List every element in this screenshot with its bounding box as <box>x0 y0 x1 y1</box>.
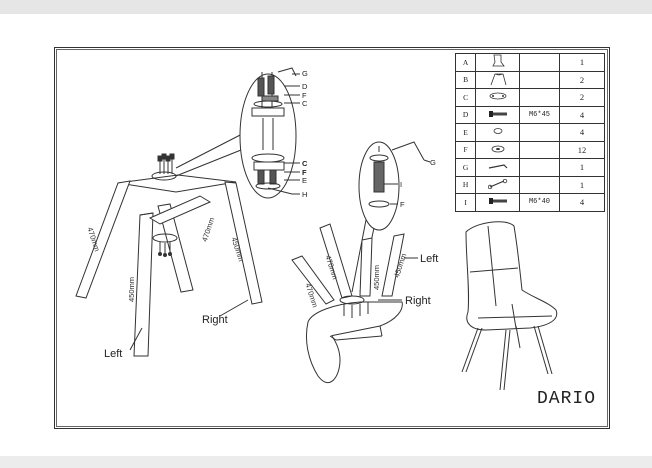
chair-seat-icon <box>475 53 521 72</box>
part-size: M6*45 <box>519 105 560 124</box>
leg-frame-icon <box>475 70 521 89</box>
part-quantity: 4 <box>558 105 606 124</box>
part-letter: C <box>454 88 477 107</box>
part-size <box>519 70 560 89</box>
mounting-plate-icon <box>475 88 521 107</box>
part-quantity: 2 <box>558 88 606 107</box>
label-left-1: Left <box>104 348 123 360</box>
callout-d-top: D <box>302 82 308 91</box>
part-size <box>519 158 560 177</box>
flat-washer-icon <box>475 140 521 159</box>
callout-g-right: G <box>430 158 436 167</box>
hardware-detail-top <box>239 67 300 199</box>
callout-i-right: I <box>400 180 403 189</box>
part-letter: A <box>454 53 477 72</box>
assembled-chair-drawing <box>461 221 558 391</box>
scan-edge-bottom <box>0 456 652 468</box>
callout-h-bottom: H <box>302 190 308 199</box>
callout-f-bottom: F <box>302 168 307 177</box>
part-letter: F <box>454 140 477 159</box>
part-quantity: 1 <box>558 53 606 72</box>
callout-c-bottom: C <box>302 159 308 168</box>
part-size <box>519 88 560 107</box>
sheet-inner-border <box>56 49 608 427</box>
part-letter: G <box>454 158 477 177</box>
callout-f-right: F <box>400 200 405 209</box>
spring-washer-icon <box>475 123 521 142</box>
scan-edge-top <box>0 0 652 14</box>
part-letter: B <box>454 70 477 89</box>
dimension-450-c: 450mm <box>372 264 381 290</box>
hardware-detail-right <box>351 141 431 293</box>
label-left-2: Left <box>420 253 439 265</box>
label-right-2: Right <box>405 295 431 307</box>
dimension-450-a: 450mm <box>127 276 136 302</box>
callout-e-bottom: E <box>302 176 308 185</box>
leg-frame-left-diagram <box>75 131 263 357</box>
chair-assembly-diagram <box>291 223 418 383</box>
label-right-1: Right <box>202 314 228 326</box>
sheet-border <box>54 47 610 429</box>
part-quantity: 12 <box>558 140 606 159</box>
bolt-icon <box>475 193 521 212</box>
part-letter: I <box>454 193 477 212</box>
part-size: M6*40 <box>519 193 560 212</box>
callout-g-top: G <box>302 69 308 78</box>
wrench-icon <box>475 175 521 194</box>
bolt-icon <box>475 105 521 124</box>
part-size <box>519 140 560 159</box>
part-letter: H <box>454 175 477 194</box>
part-letter: D <box>454 105 477 124</box>
part-quantity: 4 <box>558 123 606 142</box>
callout-c-top: C <box>302 99 308 108</box>
part-quantity: 1 <box>558 175 606 194</box>
part-size <box>519 175 560 194</box>
callout-f-top: F <box>302 91 307 100</box>
part-quantity: 4 <box>558 193 606 212</box>
allen-key-icon <box>475 158 521 177</box>
parts-row: F 12 <box>454 140 606 159</box>
part-letter: E <box>454 123 477 142</box>
part-size <box>519 123 560 142</box>
model-name: DARIO <box>537 389 597 409</box>
part-quantity: 1 <box>558 158 606 177</box>
part-size <box>519 53 560 72</box>
part-quantity: 2 <box>558 70 606 89</box>
